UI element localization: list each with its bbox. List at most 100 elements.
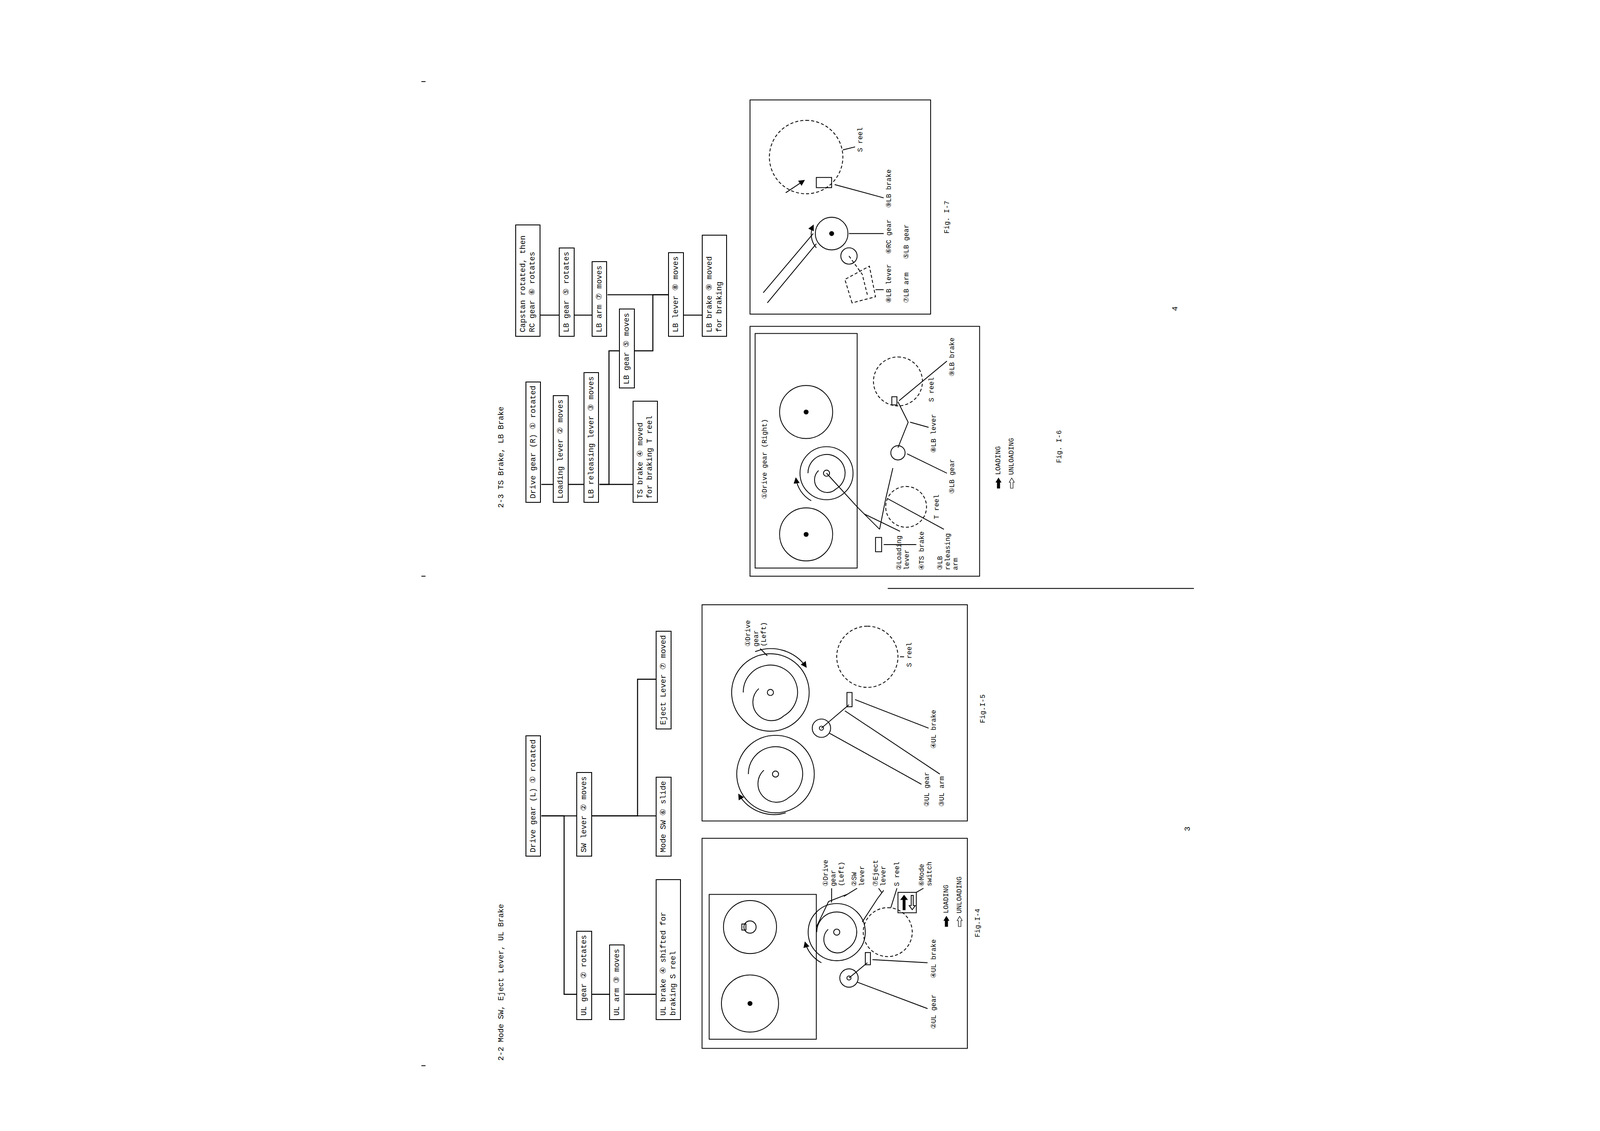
flow-connector: [568, 484, 584, 485]
box-text: LB releasing lever ③ moves: [586, 376, 597, 499]
drawing-line: [421, 1065, 426, 1067]
box-text: LB gear ⑤ rotates: [561, 251, 572, 333]
drawing-line: [829, 733, 922, 785]
drawing-circle: [815, 217, 848, 250]
drawing-circle: [863, 908, 913, 958]
drawing-line: [910, 422, 929, 428]
drawing-circle: [731, 654, 810, 732]
part-label: ⑧LB lever: [885, 264, 894, 304]
arrow-shape: [995, 478, 1002, 489]
legend-text: UNLOADING: [955, 876, 964, 914]
drawing-circle: [779, 385, 833, 439]
figure-caption: Fig. I-6: [1055, 430, 1064, 464]
box-text: UL arm ③ moves: [612, 948, 622, 1016]
page-number: 3: [1183, 826, 1193, 832]
flow-box: Mode SW ⑥ slide: [655, 776, 672, 857]
box-text: LB lever ⑧ moves: [671, 256, 681, 333]
drawing-line: [855, 699, 929, 729]
drawing-line: [821, 704, 850, 729]
drawing-rect: [755, 333, 858, 569]
drawing-path: [805, 942, 822, 964]
drawing-path: [909, 895, 916, 910]
drawing-circle: [747, 1001, 753, 1007]
flow-box: UL gear ② rotates: [576, 931, 593, 1021]
drawing-circle: [833, 929, 840, 936]
flow-connector: [683, 314, 702, 316]
drawing-rect: [897, 892, 917, 914]
drawing-circle: [779, 508, 833, 561]
flow-connector: [592, 679, 656, 816]
drawing-line: [834, 184, 884, 199]
drawing-circle: [839, 969, 859, 988]
flow-connector: [592, 994, 610, 996]
part-label: ①Drive gear (Left): [744, 616, 768, 647]
box-text: Eject Lever ⑦ moved: [658, 635, 669, 725]
part-label: ⑤LB gear: [948, 458, 957, 494]
legend-text: UNLOADING: [1007, 437, 1016, 475]
drawing-path: [748, 747, 803, 803]
part-label: S reel: [856, 127, 865, 152]
drawing-circle: [890, 445, 906, 460]
drawing-line: [844, 711, 940, 775]
flow-connector: [624, 994, 656, 996]
drawing-line: [878, 888, 882, 893]
part-label: ⑧LB lever: [930, 414, 938, 453]
drawing-rect: [702, 604, 968, 822]
part-label: ④UL brake: [930, 709, 938, 749]
legend-item: LOADING: [994, 446, 1003, 489]
flow-connector: [607, 294, 669, 295]
figure-caption: Fig.I-4: [974, 908, 982, 938]
part-label: ⑦Eject lever: [872, 855, 888, 887]
drawing-circle: [723, 900, 777, 954]
box-text: SW lever ② moves: [579, 776, 590, 853]
flow-box: UL brake ④ shifted for braking S reel: [655, 879, 681, 1021]
section-heading: 2-3 TS Brake, LB Brake: [496, 406, 506, 509]
part-label: ⑥Mode switch: [918, 855, 935, 887]
flow-connector: [541, 484, 553, 485]
part-label: ③UL arm: [938, 776, 946, 808]
box-text: UL gear ② rotates: [579, 935, 590, 1017]
arrow-shape: [1009, 478, 1015, 489]
part-label: ⑦LB arm: [902, 272, 911, 304]
flow-connector: [540, 314, 559, 316]
part-label: S reel: [905, 642, 914, 668]
legend-text: LOADING: [942, 884, 951, 914]
drawing-line: [843, 888, 858, 897]
drawing-rect: [750, 326, 980, 577]
drawing-line: [916, 888, 924, 893]
drawing-line: [864, 513, 901, 532]
part-label: ④TS brake: [918, 531, 926, 571]
drawing-rect: [750, 99, 931, 315]
drawing-polyline: [897, 401, 909, 448]
drawing-circle: [873, 356, 923, 406]
drawing-circle: [836, 626, 898, 688]
drawing-circle: [808, 903, 866, 961]
box-text: Loading lever ② moves: [555, 399, 566, 499]
section-heading: 2-2 Mode SW, Eject Lever, UL Brake: [496, 904, 506, 1061]
drawing-circle: [829, 231, 834, 236]
flow-box: LB lever ⑧ moves: [668, 252, 684, 337]
arrow-sample: [956, 916, 963, 928]
flow-box: LB releasing lever ③ moves: [583, 372, 600, 503]
drawing-polygon: [844, 266, 876, 304]
drawing-rect: [709, 894, 817, 1040]
part-label: ②SW lever: [850, 855, 867, 887]
drawing-path: [738, 794, 786, 815]
flow-connector: [541, 815, 577, 817]
flow-box: LB brake ⑨ moved for braking: [701, 234, 728, 337]
drawing-line: [767, 243, 817, 304]
flow-box: Capstan rotated, then RC gear ⑥ rotates: [515, 224, 541, 337]
legend-item: UNLOADING: [1007, 437, 1016, 489]
flow-box: UL arm ③ moves: [609, 944, 625, 1020]
drawing-line: [899, 656, 905, 658]
part-label: ⑤LB gear: [902, 224, 911, 260]
drawing-line: [875, 289, 884, 291]
part-label: ⑥RC gear: [885, 219, 894, 255]
drawing-rect: [741, 924, 747, 931]
box-text: TS brake ④ moved for braking T reel: [635, 405, 655, 499]
flow-connector: [634, 294, 669, 351]
box-text: Drive gear (L) ① rotated: [528, 739, 539, 853]
flow-box: Drive gear (R) ① rotated: [525, 381, 542, 503]
drawing-line: [872, 960, 928, 964]
